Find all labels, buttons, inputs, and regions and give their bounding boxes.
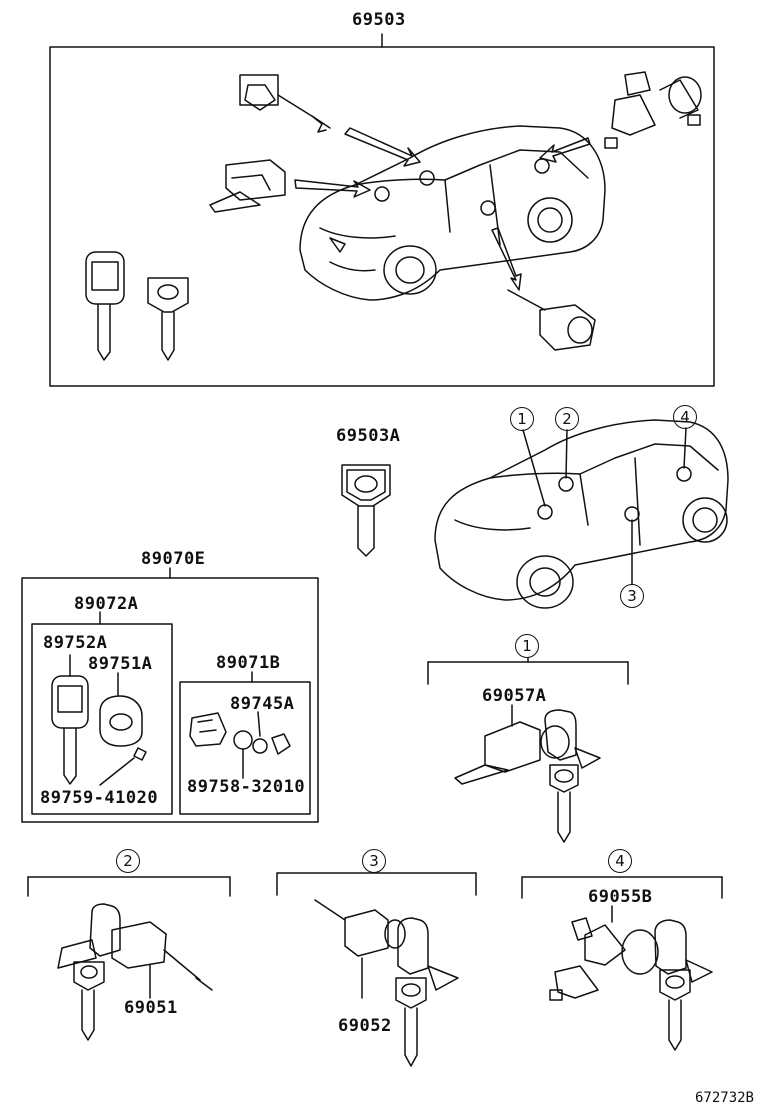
car-illustration-middle bbox=[434, 419, 729, 609]
label-69503A: 69503A bbox=[336, 426, 401, 446]
drawing-code: 672732B bbox=[694, 1090, 754, 1106]
key-blank-89752A bbox=[51, 654, 89, 785]
callout-1-section: 1 bbox=[515, 634, 539, 658]
door-lock-part-bottom-right bbox=[507, 289, 596, 351]
battery-89758-32010 bbox=[233, 730, 291, 779]
arrows-top bbox=[294, 127, 591, 291]
label-69052: 69052 bbox=[338, 1016, 392, 1036]
key-69503A bbox=[341, 464, 391, 557]
callout-3-car: 3 bbox=[620, 584, 644, 608]
keyset-box-89071B bbox=[179, 681, 311, 815]
label-89071B: 89071B bbox=[216, 653, 281, 673]
label-89752A: 89752A bbox=[43, 633, 108, 653]
label-89758-32010: 89758-32010 bbox=[187, 777, 306, 797]
key-top-left-2 bbox=[147, 277, 189, 361]
transmitter-case-89751A bbox=[99, 672, 143, 747]
label-89070E: 89070E bbox=[141, 549, 206, 569]
battery-cover-89745A bbox=[189, 711, 261, 747]
label-89745A: 89745A bbox=[230, 694, 295, 714]
callout-2-car: 2 bbox=[555, 407, 579, 431]
key-top-left-1 bbox=[85, 251, 125, 361]
callout-2-section: 2 bbox=[116, 849, 140, 873]
bracket-section-3 bbox=[276, 872, 477, 896]
door-lock-69052 bbox=[314, 899, 459, 1067]
bracket-section-2 bbox=[27, 876, 231, 897]
bracket-section-4 bbox=[521, 876, 723, 899]
ignition-part-top-left bbox=[209, 159, 286, 213]
assembly-box-69503 bbox=[49, 46, 715, 387]
screw-89759-41020 bbox=[99, 747, 147, 786]
label-69503: 69503 bbox=[352, 10, 406, 30]
door-lock-69051 bbox=[57, 903, 213, 1041]
label-69051: 69051 bbox=[124, 998, 178, 1018]
label-89751A: 89751A bbox=[88, 654, 153, 674]
callout-3-section: 3 bbox=[362, 849, 386, 873]
back-door-lock-69055B bbox=[549, 905, 713, 1051]
door-lock-part-top-left bbox=[239, 74, 331, 133]
back-door-lock-part-top-right bbox=[604, 71, 702, 149]
ignition-cylinder-69057A bbox=[454, 704, 601, 843]
label-89759-41020: 89759-41020 bbox=[40, 788, 159, 808]
callout-1-car: 1 bbox=[510, 407, 534, 431]
callout-4-section: 4 bbox=[608, 849, 632, 873]
label-69055B: 69055B bbox=[588, 887, 653, 907]
callout-4-car: 4 bbox=[673, 405, 697, 429]
bracket-section-1 bbox=[427, 657, 629, 685]
label-69057A: 69057A bbox=[482, 686, 547, 706]
keyset-box-89072A bbox=[31, 623, 173, 815]
car-illustration-top bbox=[299, 125, 606, 301]
label-89072A: 89072A bbox=[74, 594, 139, 614]
